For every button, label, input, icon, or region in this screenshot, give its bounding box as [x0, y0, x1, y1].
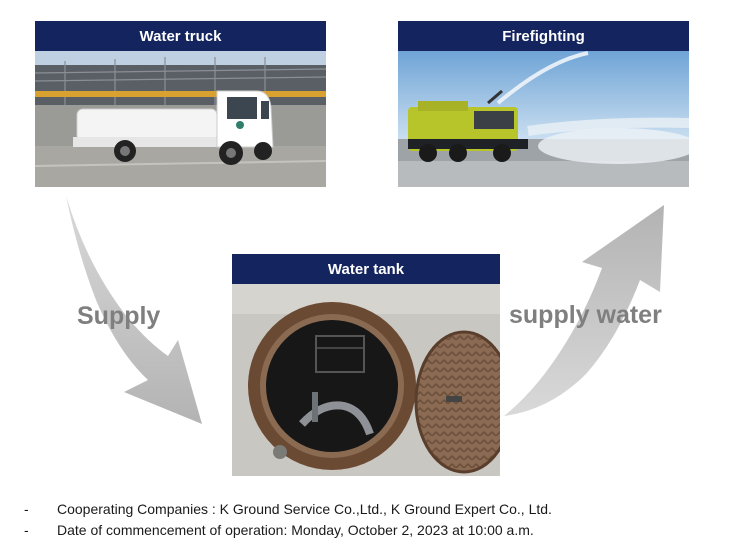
- note-bullet: -: [24, 521, 29, 538]
- note-item: - Cooperating Companies : K Ground Servi…: [24, 498, 724, 519]
- supply-arrow: [66, 196, 202, 424]
- note-text: Date of commencement of operation: Monda…: [57, 521, 534, 538]
- supply-label: Supply: [77, 302, 161, 330]
- firefighting-photo: [398, 51, 689, 187]
- note-text: Cooperating Companies : K Ground Service…: [57, 500, 552, 517]
- supply-water-label: supply water: [509, 301, 662, 329]
- panel-title-firefighting: Firefighting: [398, 21, 689, 51]
- panel-title-water-tank: Water tank: [232, 254, 500, 284]
- notes-list: - Cooperating Companies : K Ground Servi…: [24, 498, 724, 540]
- water-truck-photo: [35, 51, 326, 187]
- note-item: - Date of commencement of operation: Mon…: [24, 519, 724, 540]
- supply-water-arrow: [504, 205, 664, 416]
- firefighting-panel: Firefighting: [398, 21, 689, 187]
- water-tank-photo: [232, 284, 500, 476]
- note-bullet: -: [24, 500, 29, 517]
- water-tank-panel: Water tank: [232, 254, 500, 476]
- water-truck-panel: Water truck: [35, 21, 326, 187]
- panel-title-water-truck: Water truck: [35, 21, 326, 51]
